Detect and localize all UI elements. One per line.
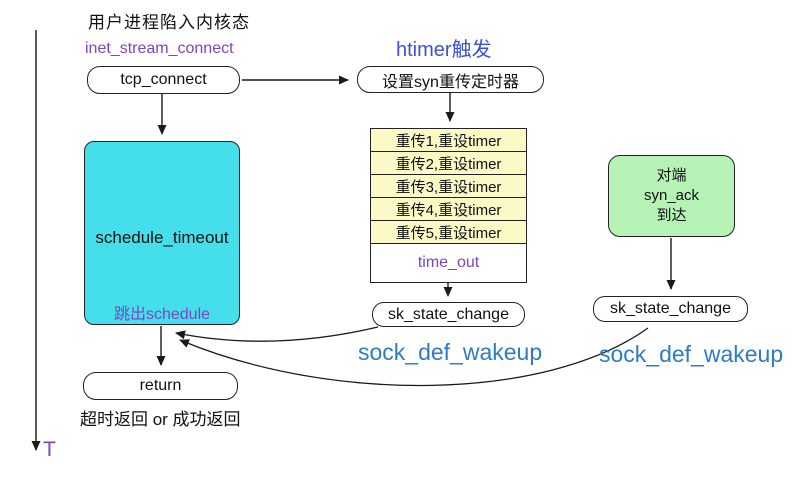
schedule-timeout-title: schedule_timeout (95, 228, 229, 247)
node-sk-state-change-right-label: sk_state_change (610, 300, 731, 317)
retry-row-4: 重传4,重设timer (371, 198, 526, 221)
retry-row-3: 重传3,重设timer (371, 175, 526, 198)
peer-line-1: 对端 (656, 167, 687, 184)
retry-row-1: 重传1,重设timer (371, 129, 526, 152)
schedule-exit-note: 跳出schedule (113, 306, 211, 323)
sock-def-wakeup-right-label: sock_def_wakeup (599, 341, 784, 367)
timeout-row: time_out (371, 244, 526, 282)
timeout-label: time_out (417, 254, 480, 271)
node-return-label: return (139, 377, 182, 394)
node-tcp-connect: tcp_connect (87, 66, 240, 94)
htimer-trigger-label: htimer触发 (396, 39, 492, 61)
page-title: 用户进程陷入内核态 (88, 13, 250, 32)
node-tcp-connect-label: tcp_connect (120, 71, 207, 88)
node-sk-state-change-right: sk_state_change (593, 296, 748, 322)
peer-line-3: 到达 (656, 207, 687, 224)
node-set-syn-timer-label: 设置syn重传定时器 (382, 73, 519, 91)
node-sk-state-change-mid: sk_state_change (372, 302, 525, 327)
node-sk-state-change-mid-label: sk_state_change (388, 305, 509, 323)
retry-row-2: 重传2,重设timer (371, 152, 526, 175)
retry-row-5-label: 重传5,重设timer (395, 224, 502, 242)
peer-line-2: syn_ack (643, 187, 700, 204)
retry-row-2-label: 重传2,重设timer (395, 155, 502, 173)
retry-row-3-label: 重传3,重设timer (395, 178, 502, 196)
retry-table: 重传1,重设timer 重传2,重设timer 重传3,重设timer 重传4,… (370, 128, 527, 283)
node-return: return (83, 372, 238, 400)
sock-def-wakeup-mid-label: sock_def_wakeup (358, 339, 543, 365)
inet-stream-connect-label: inet_stream_connect (85, 40, 234, 57)
node-peer-synack: 对端 syn_ack 到达 (608, 155, 735, 237)
node-schedule-timeout: schedule_timeout 跳出schedule (84, 141, 240, 325)
curve-sk-mid-to-schedule (175, 326, 379, 342)
node-set-syn-timer: 设置syn重传定时器 (357, 66, 544, 93)
return-note: 超时返回 or 成功返回 (80, 410, 241, 429)
timeline-label: T (43, 438, 56, 461)
retry-row-4-label: 重传4,重设timer (395, 201, 502, 219)
retry-row-1-label: 重传1,重设timer (395, 132, 502, 150)
retry-row-5: 重传5,重设timer (371, 221, 526, 244)
curve-sk-right-to-schedule (179, 327, 649, 387)
